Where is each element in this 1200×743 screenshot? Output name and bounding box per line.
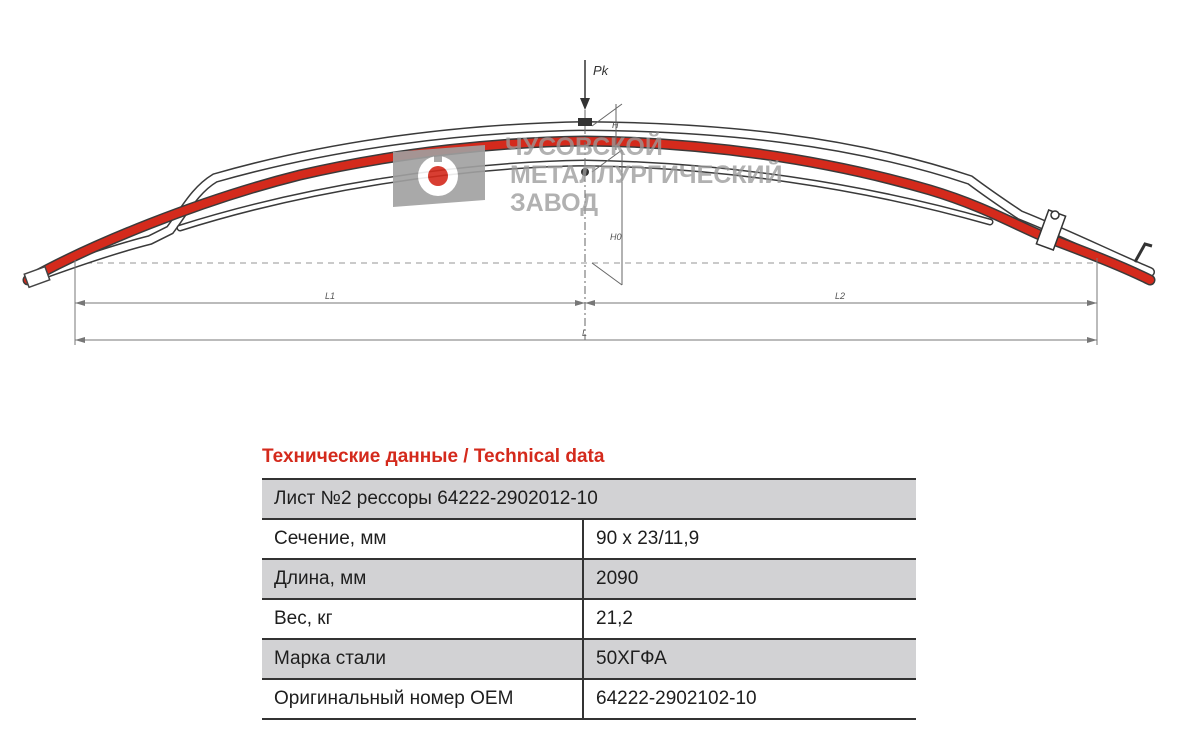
table-row: Оригинальный номер ОЕМ 64222-2902102-10 <box>262 679 916 720</box>
center-bolt-nut <box>581 168 589 176</box>
dim-h0-label: H0 <box>610 232 622 242</box>
table-header-row: Лист №2 рессоры 64222-2902012-10 <box>262 478 916 520</box>
row-value: 50ХГФА <box>583 639 916 680</box>
row-label: Вес, кг <box>262 599 584 640</box>
spec-table: Лист №2 рессоры 64222-2902012-10 Сечение… <box>262 478 916 720</box>
leaf-spring-drawing: Pk H H0 L1 L2 L ЧУСОВСКОЙ МЕТАЛЛУРГИЧЕСК… <box>22 60 1156 345</box>
row-label: Марка стали <box>262 639 584 680</box>
table-row: Сечение, мм 90 х 23/11,9 <box>262 519 916 560</box>
load-arrow-head <box>580 98 590 110</box>
right-hook-end <box>1133 242 1153 263</box>
center-bolt-head <box>578 118 592 126</box>
row-label: Оригинальный номер ОЕМ <box>262 679 584 720</box>
row-label: Сечение, мм <box>262 519 584 560</box>
dim-l1-label: L1 <box>325 291 335 301</box>
company-logo: ЧУСОВСКОЙ МЕТАЛЛУРГИЧЕСКИЙ ЗАВОД <box>393 131 783 217</box>
load-label: Pk <box>593 63 610 78</box>
table-row: Длина, мм 2090 <box>262 559 916 600</box>
row-value: 90 х 23/11,9 <box>583 519 916 560</box>
row-value: 64222-2902102-10 <box>583 679 916 720</box>
tech-data-title: Технические данные / Technical data <box>262 446 605 467</box>
table-row: Марка стали 50ХГФА <box>262 639 916 680</box>
left-eye-end <box>23 265 51 289</box>
dim-l2-label: L2 <box>835 291 845 301</box>
row-value: 21,2 <box>583 599 916 640</box>
logo-line-3: ЗАВОД <box>510 189 598 217</box>
row-label: Длина, мм <box>262 559 584 600</box>
row-value: 2090 <box>583 559 916 600</box>
logo-line-1: ЧУСОВСКОЙ <box>505 131 663 161</box>
dim-l-label: L <box>582 328 587 338</box>
clamp-bolt <box>1050 210 1060 220</box>
table-row: Вес, кг 21,2 <box>262 599 916 640</box>
dim-h-label: H <box>612 120 619 130</box>
table-header: Лист №2 рессоры 64222-2902012-10 <box>262 478 916 520</box>
logo-line-2: МЕТАЛЛУРГИЧЕСКИЙ <box>510 159 783 189</box>
